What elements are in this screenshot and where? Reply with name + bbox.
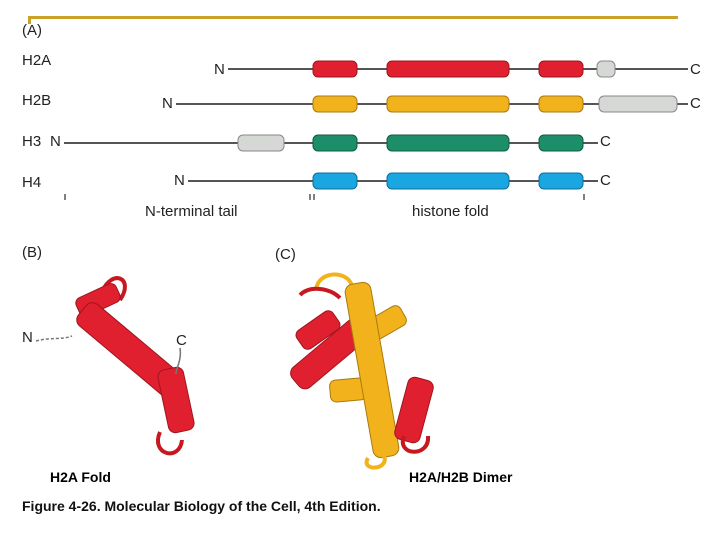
n-terminal-tail-label: N-terminal tail bbox=[145, 203, 238, 220]
h4-helix-3 bbox=[538, 172, 584, 190]
h2a-helix-2 bbox=[386, 60, 510, 78]
h4-row bbox=[188, 172, 598, 190]
panel-b-label: (B) bbox=[22, 244, 42, 261]
h2a-h2b-dimer-model bbox=[290, 272, 434, 470]
row-h2a-name: H2A bbox=[22, 52, 52, 69]
h4-helix-1 bbox=[312, 172, 358, 190]
h2a-helix-3 bbox=[538, 60, 584, 78]
panel-b-c-terminus: C bbox=[176, 332, 187, 349]
h3-helix-3 bbox=[538, 134, 584, 152]
h2a-fold-c-helix bbox=[157, 366, 195, 434]
row-h2b-c-terminus: C bbox=[690, 95, 701, 112]
row-h4-n-terminus: N bbox=[174, 172, 185, 189]
h2a-fold-caption: H2A Fold bbox=[50, 469, 111, 485]
h3-helix-1 bbox=[312, 134, 358, 152]
h2a-dimer-short-helix bbox=[295, 310, 341, 350]
h3-tail-helix bbox=[237, 134, 285, 152]
row-h3-c-terminus: C bbox=[600, 133, 611, 150]
title-rule-tick bbox=[28, 16, 31, 24]
row-h2b-n-terminus: N bbox=[162, 95, 173, 112]
h2b-helix-2 bbox=[386, 95, 510, 113]
title-rule bbox=[28, 16, 678, 19]
h2a-tail-helix bbox=[596, 60, 616, 78]
row-h4-c-terminus: C bbox=[600, 172, 611, 189]
h2b-row bbox=[176, 95, 688, 113]
row-h2b-name: H2B bbox=[22, 92, 52, 109]
row-h3-n-terminus: N bbox=[50, 133, 61, 150]
panel-c-label: (C) bbox=[275, 246, 296, 263]
h2a-row bbox=[228, 60, 688, 78]
h2b-tail-helix bbox=[598, 95, 678, 113]
row-h2a-c-terminus: C bbox=[690, 61, 701, 78]
h3-helix-2 bbox=[386, 134, 510, 152]
h2b-helix-1 bbox=[312, 95, 358, 113]
h2a-helix-1 bbox=[312, 60, 358, 78]
panel-b-n-terminus: N bbox=[22, 329, 33, 346]
figure-caption: Figure 4-26. Molecular Biology of the Ce… bbox=[22, 498, 381, 514]
h2a-fold-model bbox=[35, 276, 195, 456]
h3-row bbox=[64, 134, 598, 152]
row-h3-name: H3 bbox=[22, 133, 42, 150]
row-h2a-n-terminus: N bbox=[214, 61, 225, 78]
row-h4-name: H4 bbox=[22, 174, 42, 191]
panel-a-label: (A) bbox=[22, 22, 42, 39]
h4-helix-2 bbox=[386, 172, 510, 190]
h2a-h2b-dimer-caption: H2A/H2B Dimer bbox=[409, 469, 513, 485]
h2a-dimer-c-helix bbox=[394, 376, 434, 444]
h2b-dimer-long-helix bbox=[344, 281, 400, 459]
h2b-helix-3 bbox=[538, 95, 584, 113]
histone-fold-label: histone fold bbox=[412, 203, 489, 220]
region-ticks bbox=[64, 194, 585, 200]
